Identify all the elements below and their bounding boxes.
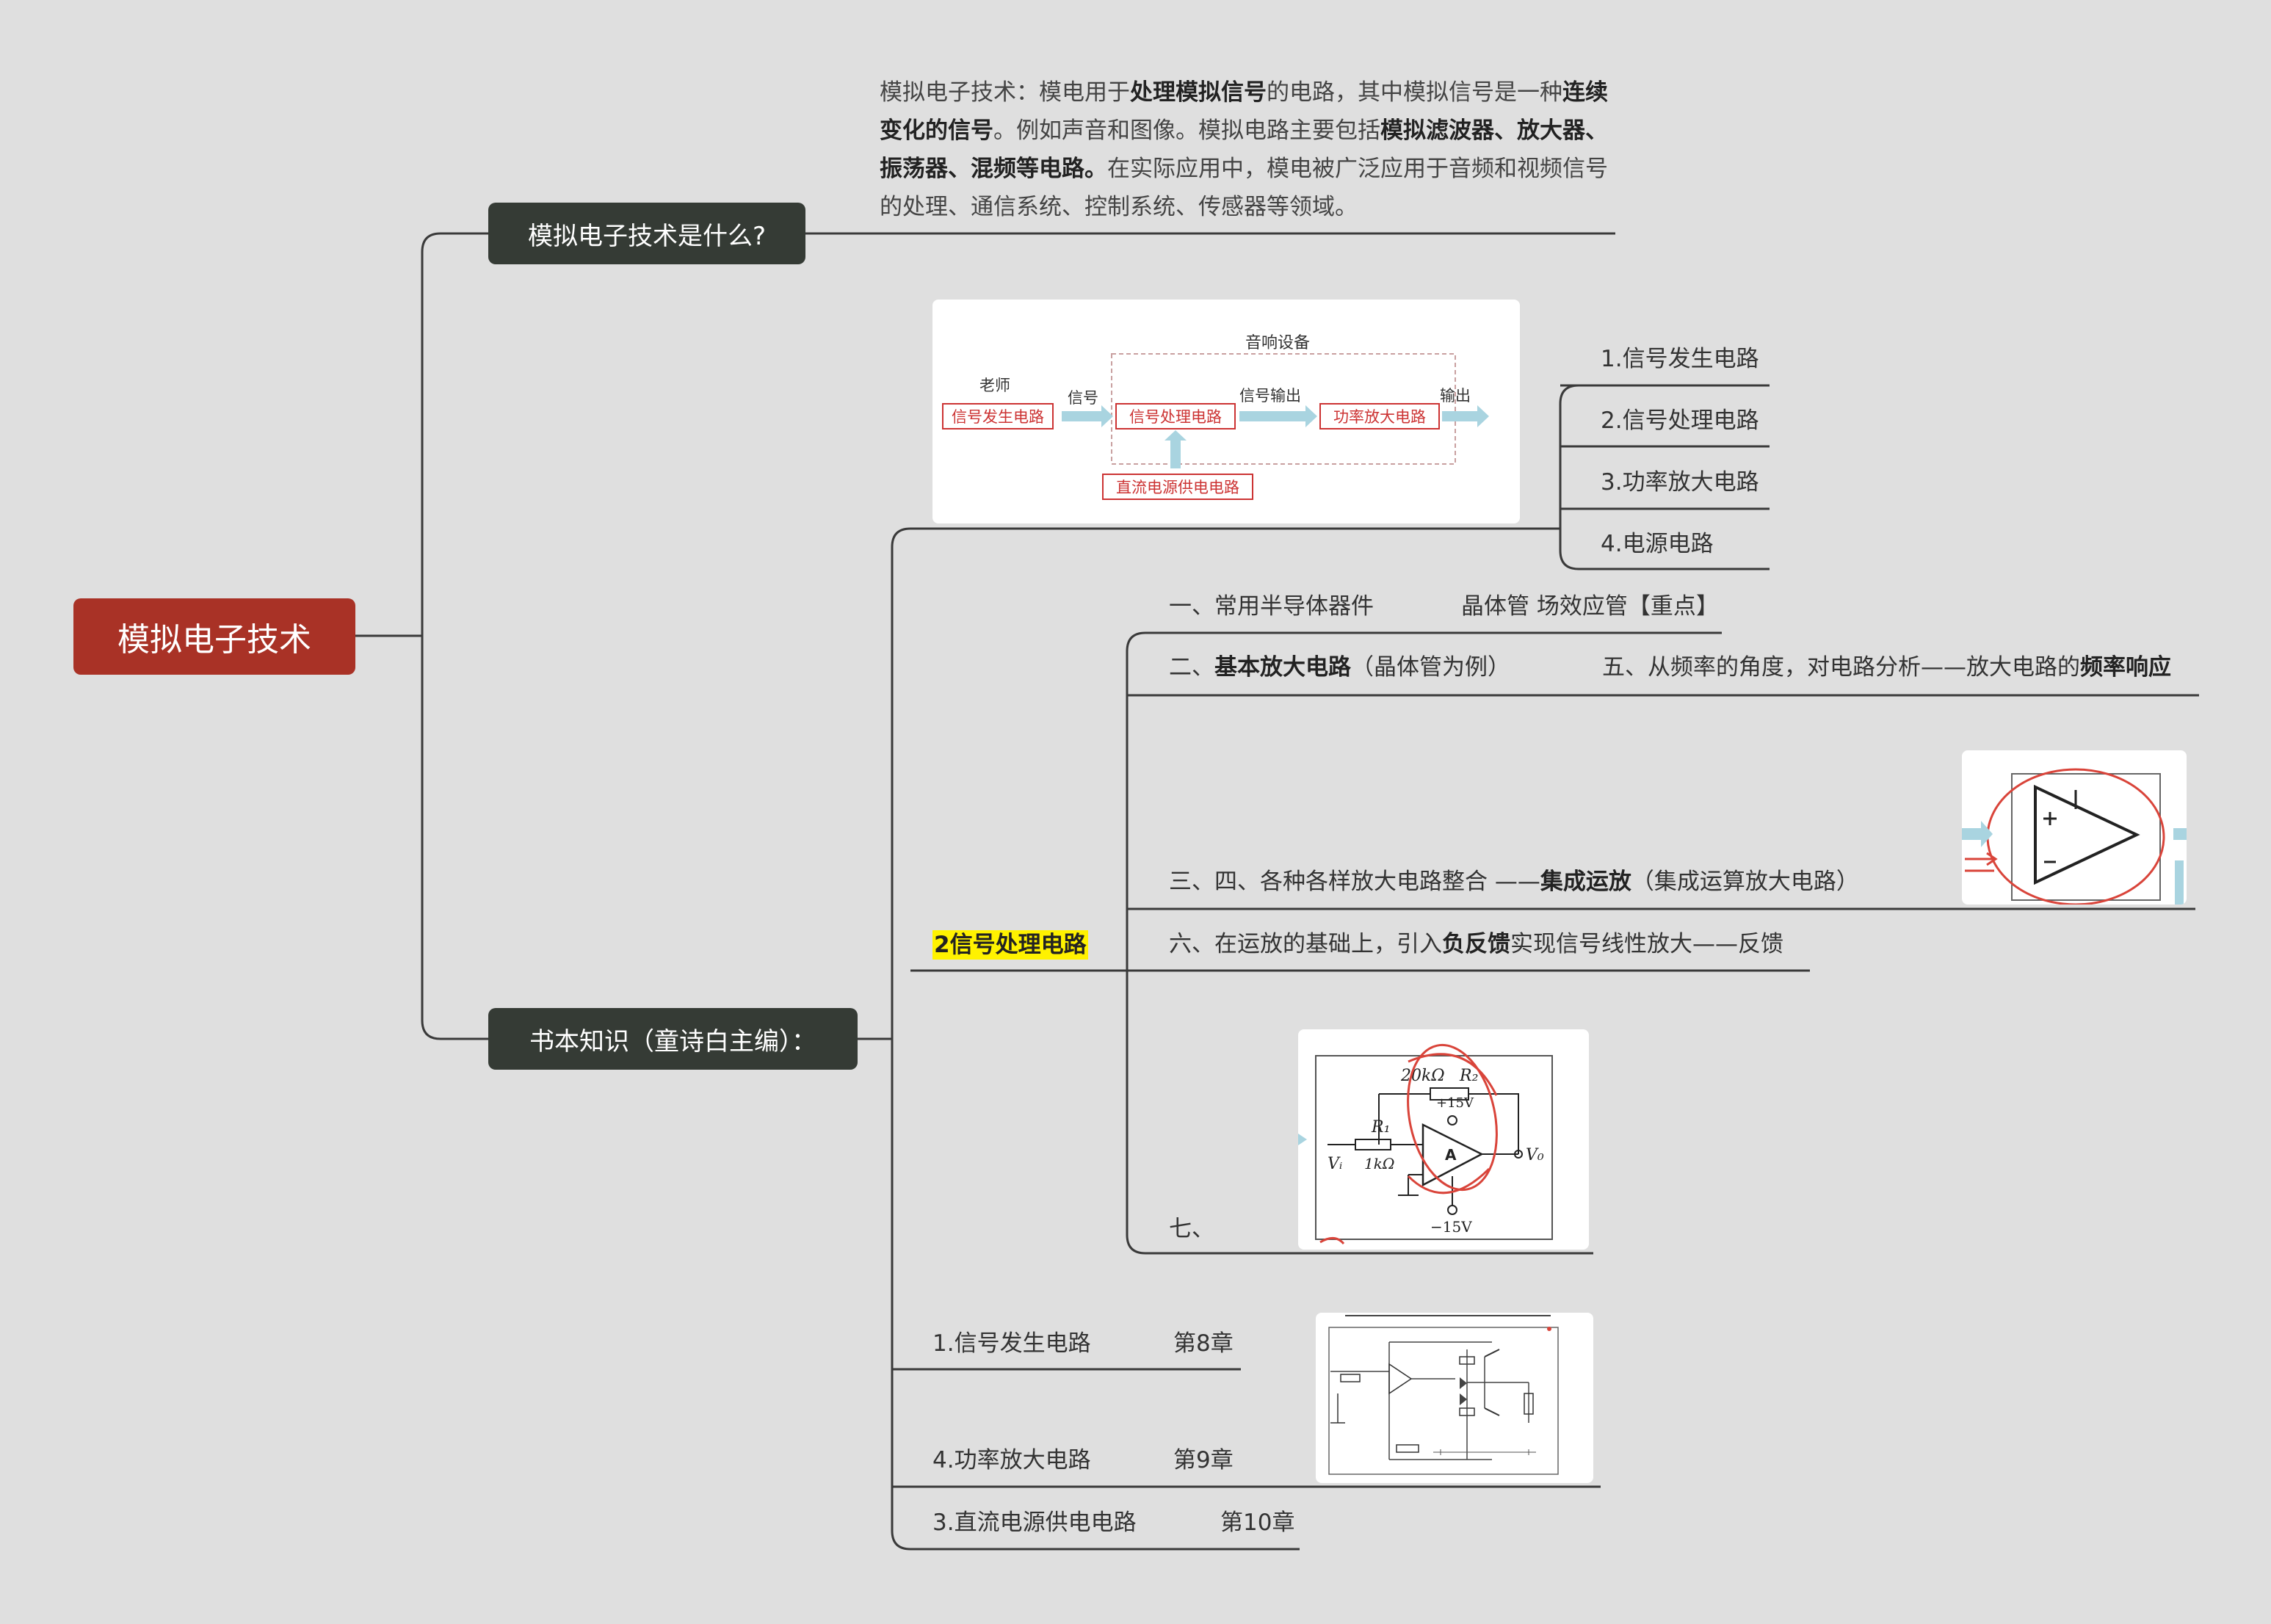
signal-out-label: 信号输出 [1239,387,1301,405]
r1-label: R₁ [1371,1118,1390,1137]
power-amplifier-image [1316,1313,1593,1483]
r2-value: 20kΩ [1400,1067,1445,1085]
root-title: 模拟电子技术 [117,621,311,659]
item-semiconductor[interactable]: 一、常用半导体器件 [1169,593,1374,620]
minus-supply: −15V [1430,1218,1472,1236]
branch1-label: 模拟电子技术是什么? [527,221,767,251]
branch2-spine [891,527,911,1551]
branch2-label: 书本知识（童诗白主编）： [529,1026,816,1056]
branch2-node[interactable]: 书本知识（童诗白主编）： [488,1008,858,1070]
r1-value: 1kΩ [1364,1155,1394,1172]
proc-box-label: 信号处理电路 [1129,408,1222,426]
signal-processing-node[interactable]: 2信号处理电路 [932,930,1088,960]
proc-box [1115,403,1236,429]
audio-diagram-svg: 音响设备 老师 信号发生电路 信号 信号处理电路 信号输出 功率放大电路 输出 … [942,334,1489,500]
inverting-amplifier-image: 20kΩ R₂ +15V A R₁ 1kΩ Vᵢ V₀ −15V [1298,1029,1589,1250]
chapter-number: 第10章 [1220,1509,1295,1536]
opamp-image [1962,750,2187,905]
chapter-item-signal-generation[interactable]: 1.信号发生电路 [932,1330,1091,1357]
chapter-number: 第9章 [1173,1447,1234,1473]
arrow-2 [1239,405,1317,427]
item-basic-amplifier[interactable]: 二、基本放大电路（晶体管为例） [1169,654,1510,681]
root-spine [421,232,441,1040]
signal-processing-spine [1126,631,1146,1255]
output-label: 输出 [1440,387,1471,405]
branch1-node[interactable]: 模拟电子技术是什么? [488,203,805,264]
signal-label: 信号 [1068,389,1098,407]
gen-box-label: 信号发生电路 [952,408,1044,426]
arrow-up [1165,430,1187,468]
power-box-label: 直流电源供电电路 [1116,479,1239,496]
item-seven[interactable]: 七、 [1169,1216,1214,1242]
item-frequency-response[interactable]: 五、从频率的角度，对电路分析——放大电路的频率响应 [1602,654,2171,681]
item-negative-feedback[interactable]: 六、在运放的基础上，引入负反馈实现信号线性放大——反馈 [1169,931,1783,957]
circuit-list-item[interactable]: 4.电源电路 [1601,531,1714,557]
vo-label: V₀ [1526,1146,1544,1164]
audio-title: 音响设备 [1245,334,1310,352]
circuit-list-item[interactable]: 3.功率放大电路 [1601,469,1759,496]
branch1-description: 模拟电子技术：模电用于处理模拟信号的电路，其中模拟信号是一种连续变化的信号。例如… [880,79,1608,220]
item-semiconductor-detail[interactable]: 晶体管 场效应管【重点】 [1461,593,1719,620]
power-amplifier-svg [1328,1315,1559,1475]
r2-label: R₂ [1459,1067,1478,1085]
amp-label: A [1445,1146,1457,1164]
opamp-svg [1962,768,2187,905]
audio-device-diagram: 音响设备 老师 信号发生电路 信号 信号处理电路 信号输出 功率放大电路 输出 … [932,300,1520,523]
vi-label: Vᵢ [1328,1155,1342,1173]
circuit-list-item[interactable]: 1.信号发生电路 [1601,346,1759,372]
plus-supply: +15V [1436,1095,1474,1111]
signal-processing-label: 2信号处理电路 [932,930,1088,960]
arrow-3 [1442,405,1489,427]
gen-box [942,403,1054,429]
inverting-amplifier-svg: 20kΩ R₂ +15V A R₁ 1kΩ Vᵢ V₀ −15V [1298,1043,1553,1245]
power-box [1102,474,1253,500]
chapter-number: 第8章 [1173,1330,1234,1357]
circuit-list-spine [1559,384,1579,570]
chapter-item-power-amplifier[interactable]: 4.功率放大电路 [932,1447,1091,1473]
arrow-1 [1062,405,1113,427]
circuit-list-item[interactable]: 2.信号处理电路 [1601,407,1759,434]
chapter-item-dc-power[interactable]: 3.直流电源供电电路 [932,1509,1137,1536]
teacher-label: 老师 [979,377,1010,394]
amp-box-label: 功率放大电路 [1333,408,1426,426]
item-integrated-opamp[interactable]: 三、四、各种各样放大电路整合 ——集成运放（集成运算放大电路） [1169,869,1859,895]
root-node[interactable]: 模拟电子技术 [73,598,355,675]
amp-box [1319,403,1440,429]
